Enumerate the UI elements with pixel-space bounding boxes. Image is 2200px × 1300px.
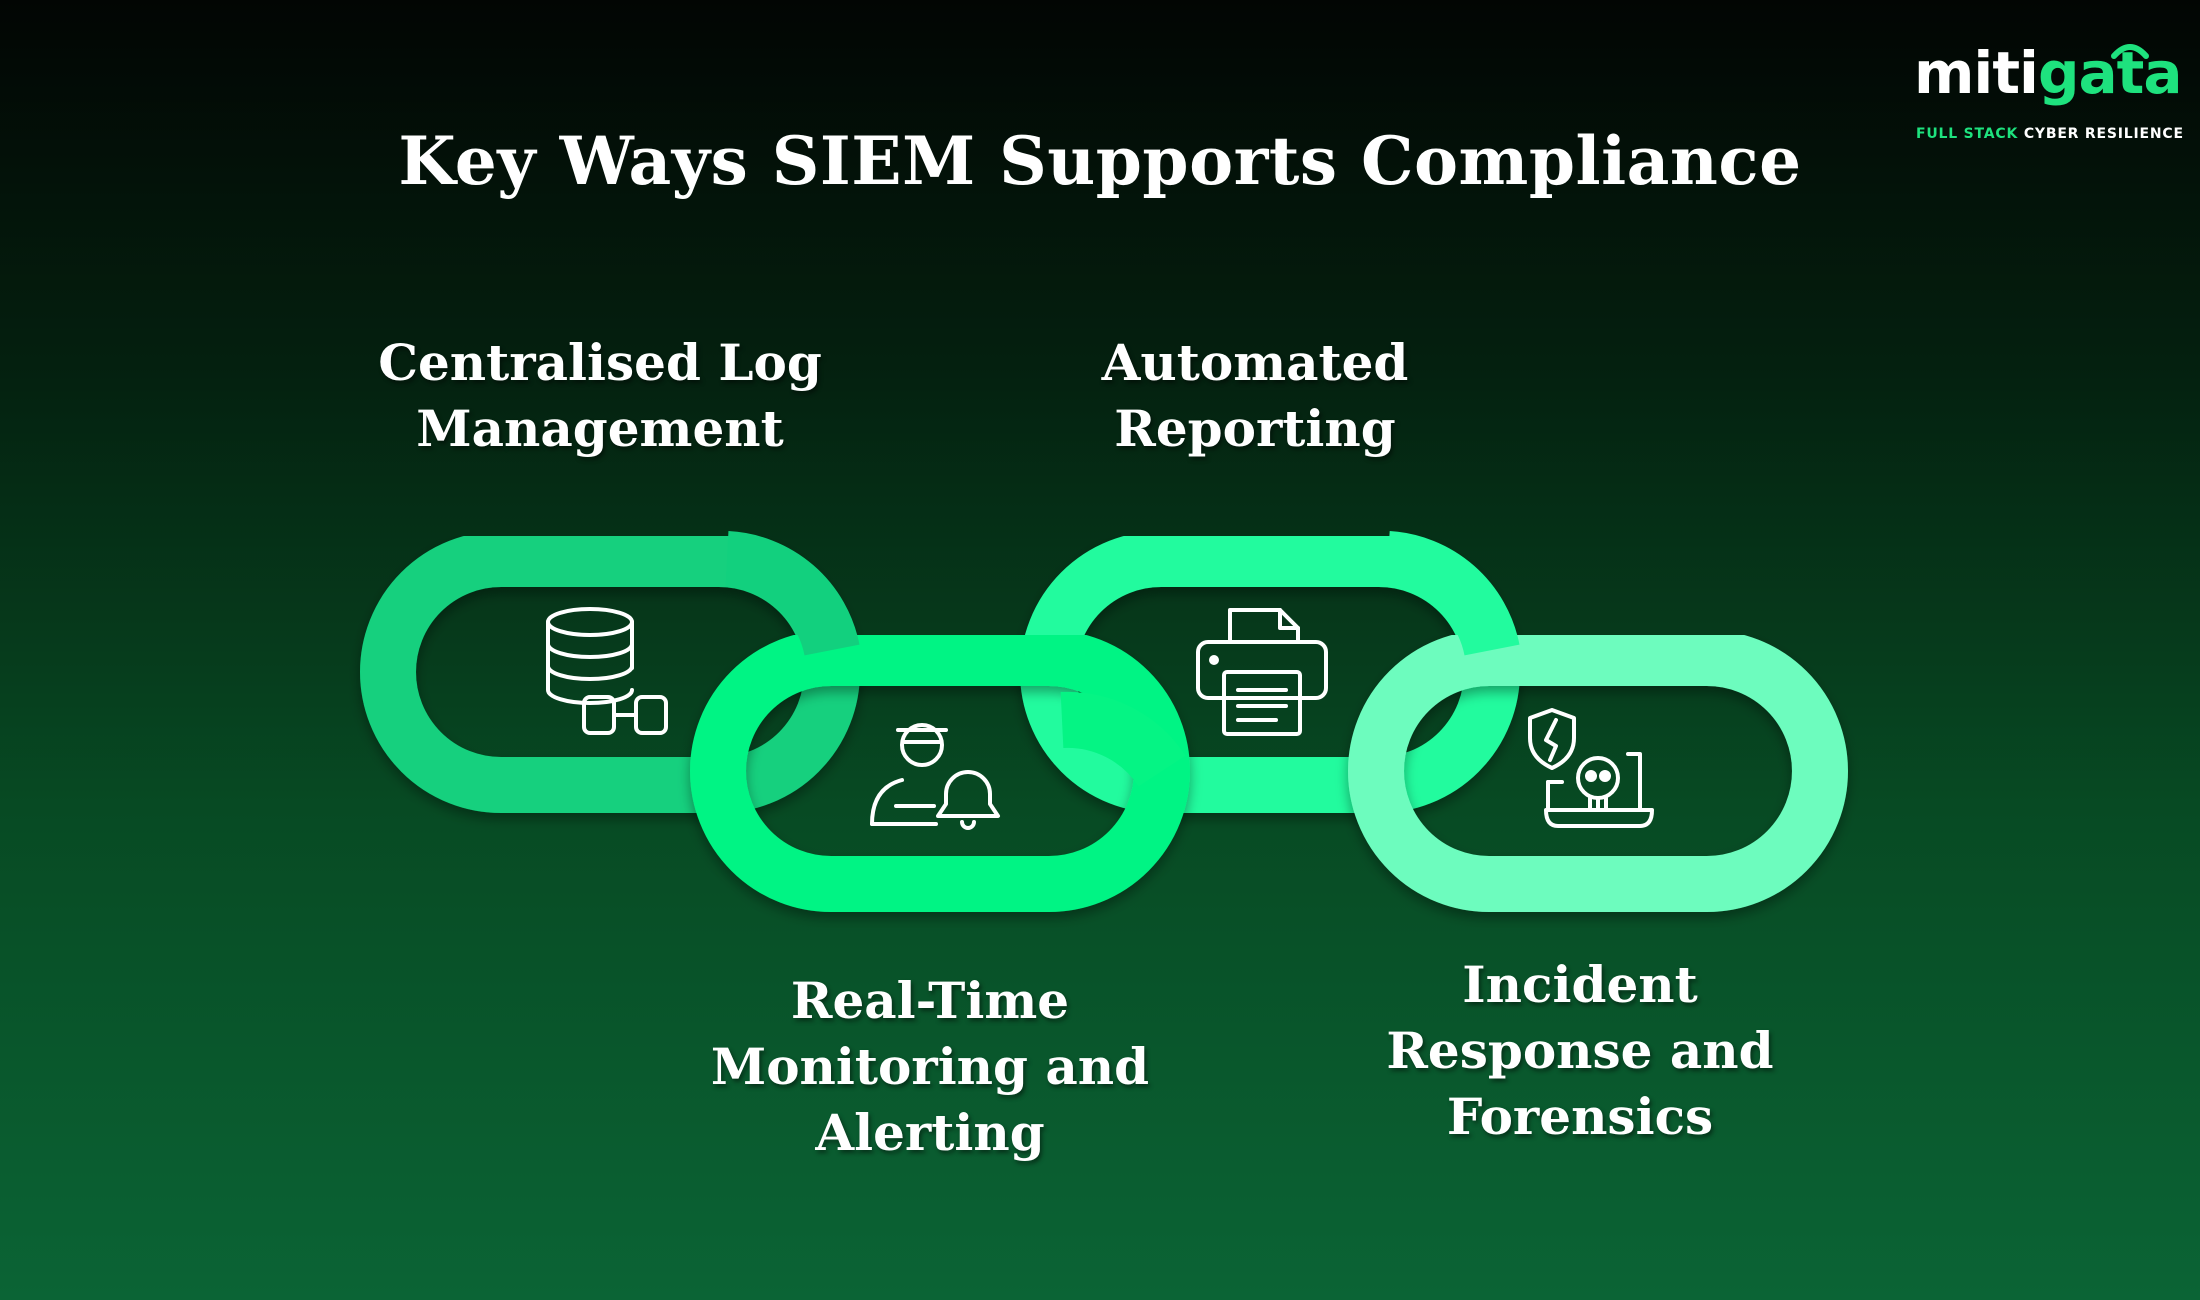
printer-icon (1196, 608, 1328, 736)
label-real-time-monitoring: Real-Time Monitoring and Alerting (630, 968, 1230, 1166)
logo-word-part2: gata (2037, 39, 2183, 107)
chain-link-4 (1348, 630, 1848, 912)
user-alert-icon (870, 723, 1000, 830)
wifi-arc-icon (2111, 44, 2149, 59)
label-line: Reporting (1114, 399, 1396, 458)
chain-overlap-2 (1060, 691, 1186, 788)
page-title: Key Ways SIEM Supports Compliance (398, 122, 1802, 200)
logo-tagline-part2: CYBER RESILIENCE (2018, 126, 2184, 142)
label-line: Automated (1101, 333, 1409, 392)
database-icon (546, 607, 668, 735)
logo-tagline-part1: FULL STACK (1916, 126, 2019, 142)
label-automated-reporting: Automated Reporting (955, 330, 1555, 462)
chain-overlap-3 (1385, 531, 1520, 657)
label-line: Monitoring and (710, 1037, 1150, 1096)
logo-wordmark: mitigata (1914, 44, 2182, 102)
label-incident-response: Incident Response and Forensics (1280, 952, 1880, 1150)
label-line: Real-Time (790, 971, 1070, 1030)
label-line: Forensics (1446, 1087, 1714, 1146)
label-line: Management (416, 399, 784, 458)
label-centralised-log-management: Centralised Log Management (300, 330, 900, 462)
laptop-threat-icon (1528, 708, 1654, 828)
logo-tagline: FULL STACK CYBER RESILIENCE (1916, 126, 2184, 142)
label-line: Incident (1462, 955, 1698, 1014)
label-line: Alerting (815, 1103, 1045, 1162)
label-line: Centralised Log (378, 333, 822, 392)
logo-word-part1: miti (1914, 39, 2039, 107)
label-line: Response and (1386, 1021, 1774, 1080)
mitigata-logo: mitigata FULL STACK CYBER RESILIENCE (1910, 38, 2183, 148)
chain-overlap-1 (724, 531, 860, 657)
